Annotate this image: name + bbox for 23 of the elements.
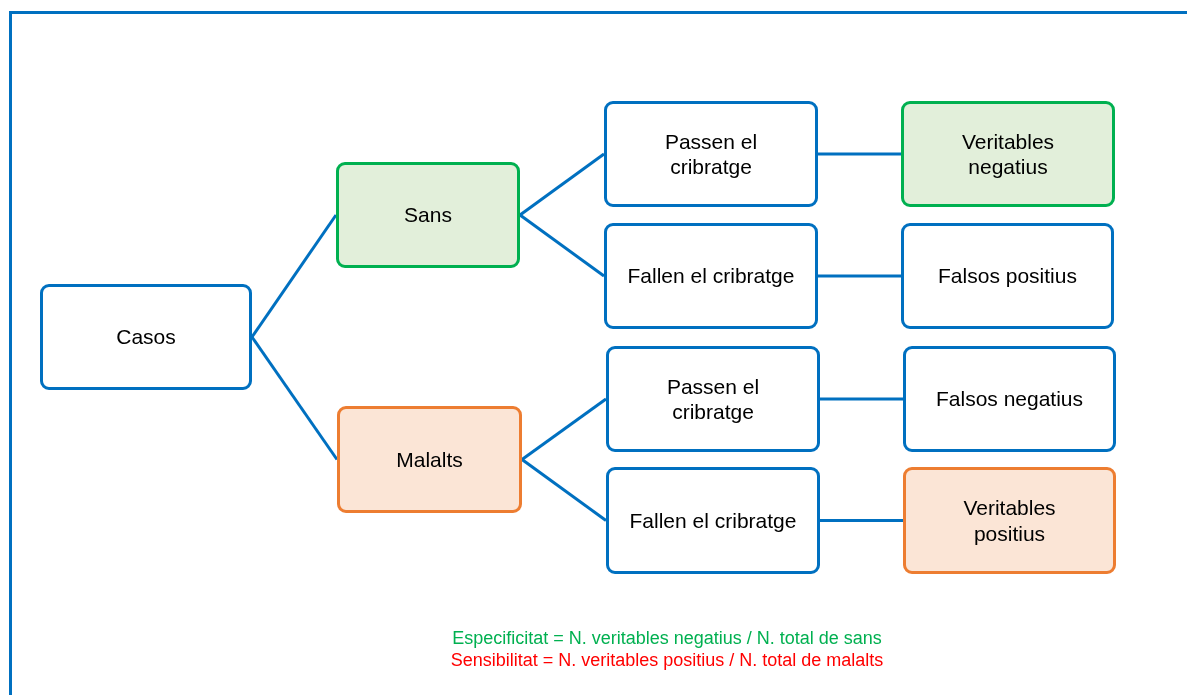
- process-box: Falsos positius: [901, 223, 1114, 329]
- process-box: Passen el cribratge: [604, 101, 818, 207]
- connector-line: [820, 519, 903, 522]
- connector-line: [250, 214, 338, 338]
- connector-line: [521, 397, 607, 461]
- connector-line: [521, 458, 607, 522]
- process-box: Passen el cribratge: [606, 346, 820, 452]
- connector-line: [250, 336, 339, 461]
- process-box: Falsos negatius: [903, 346, 1116, 452]
- process-box: Sans: [336, 162, 520, 268]
- formula-note: Sensibilitat = N. veritables positius / N. total de malalts: [449, 649, 885, 671]
- process-box: Veritables negatius: [901, 101, 1115, 207]
- formula-note: Especificitat = N. veritables negatius / N. total de sans: [451, 627, 883, 649]
- connector-line: [519, 152, 605, 217]
- connector-line: [818, 152, 901, 156]
- process-box: Fallen el cribratge: [606, 467, 820, 574]
- connector-line: [820, 397, 903, 401]
- process-box: Veritables positius: [903, 467, 1116, 574]
- process-box: Malalts: [337, 406, 522, 513]
- process-box: Fallen el cribratge: [604, 223, 818, 329]
- connector-line: [818, 274, 901, 278]
- connector-line: [519, 213, 605, 278]
- process-box: Casos: [40, 284, 252, 390]
